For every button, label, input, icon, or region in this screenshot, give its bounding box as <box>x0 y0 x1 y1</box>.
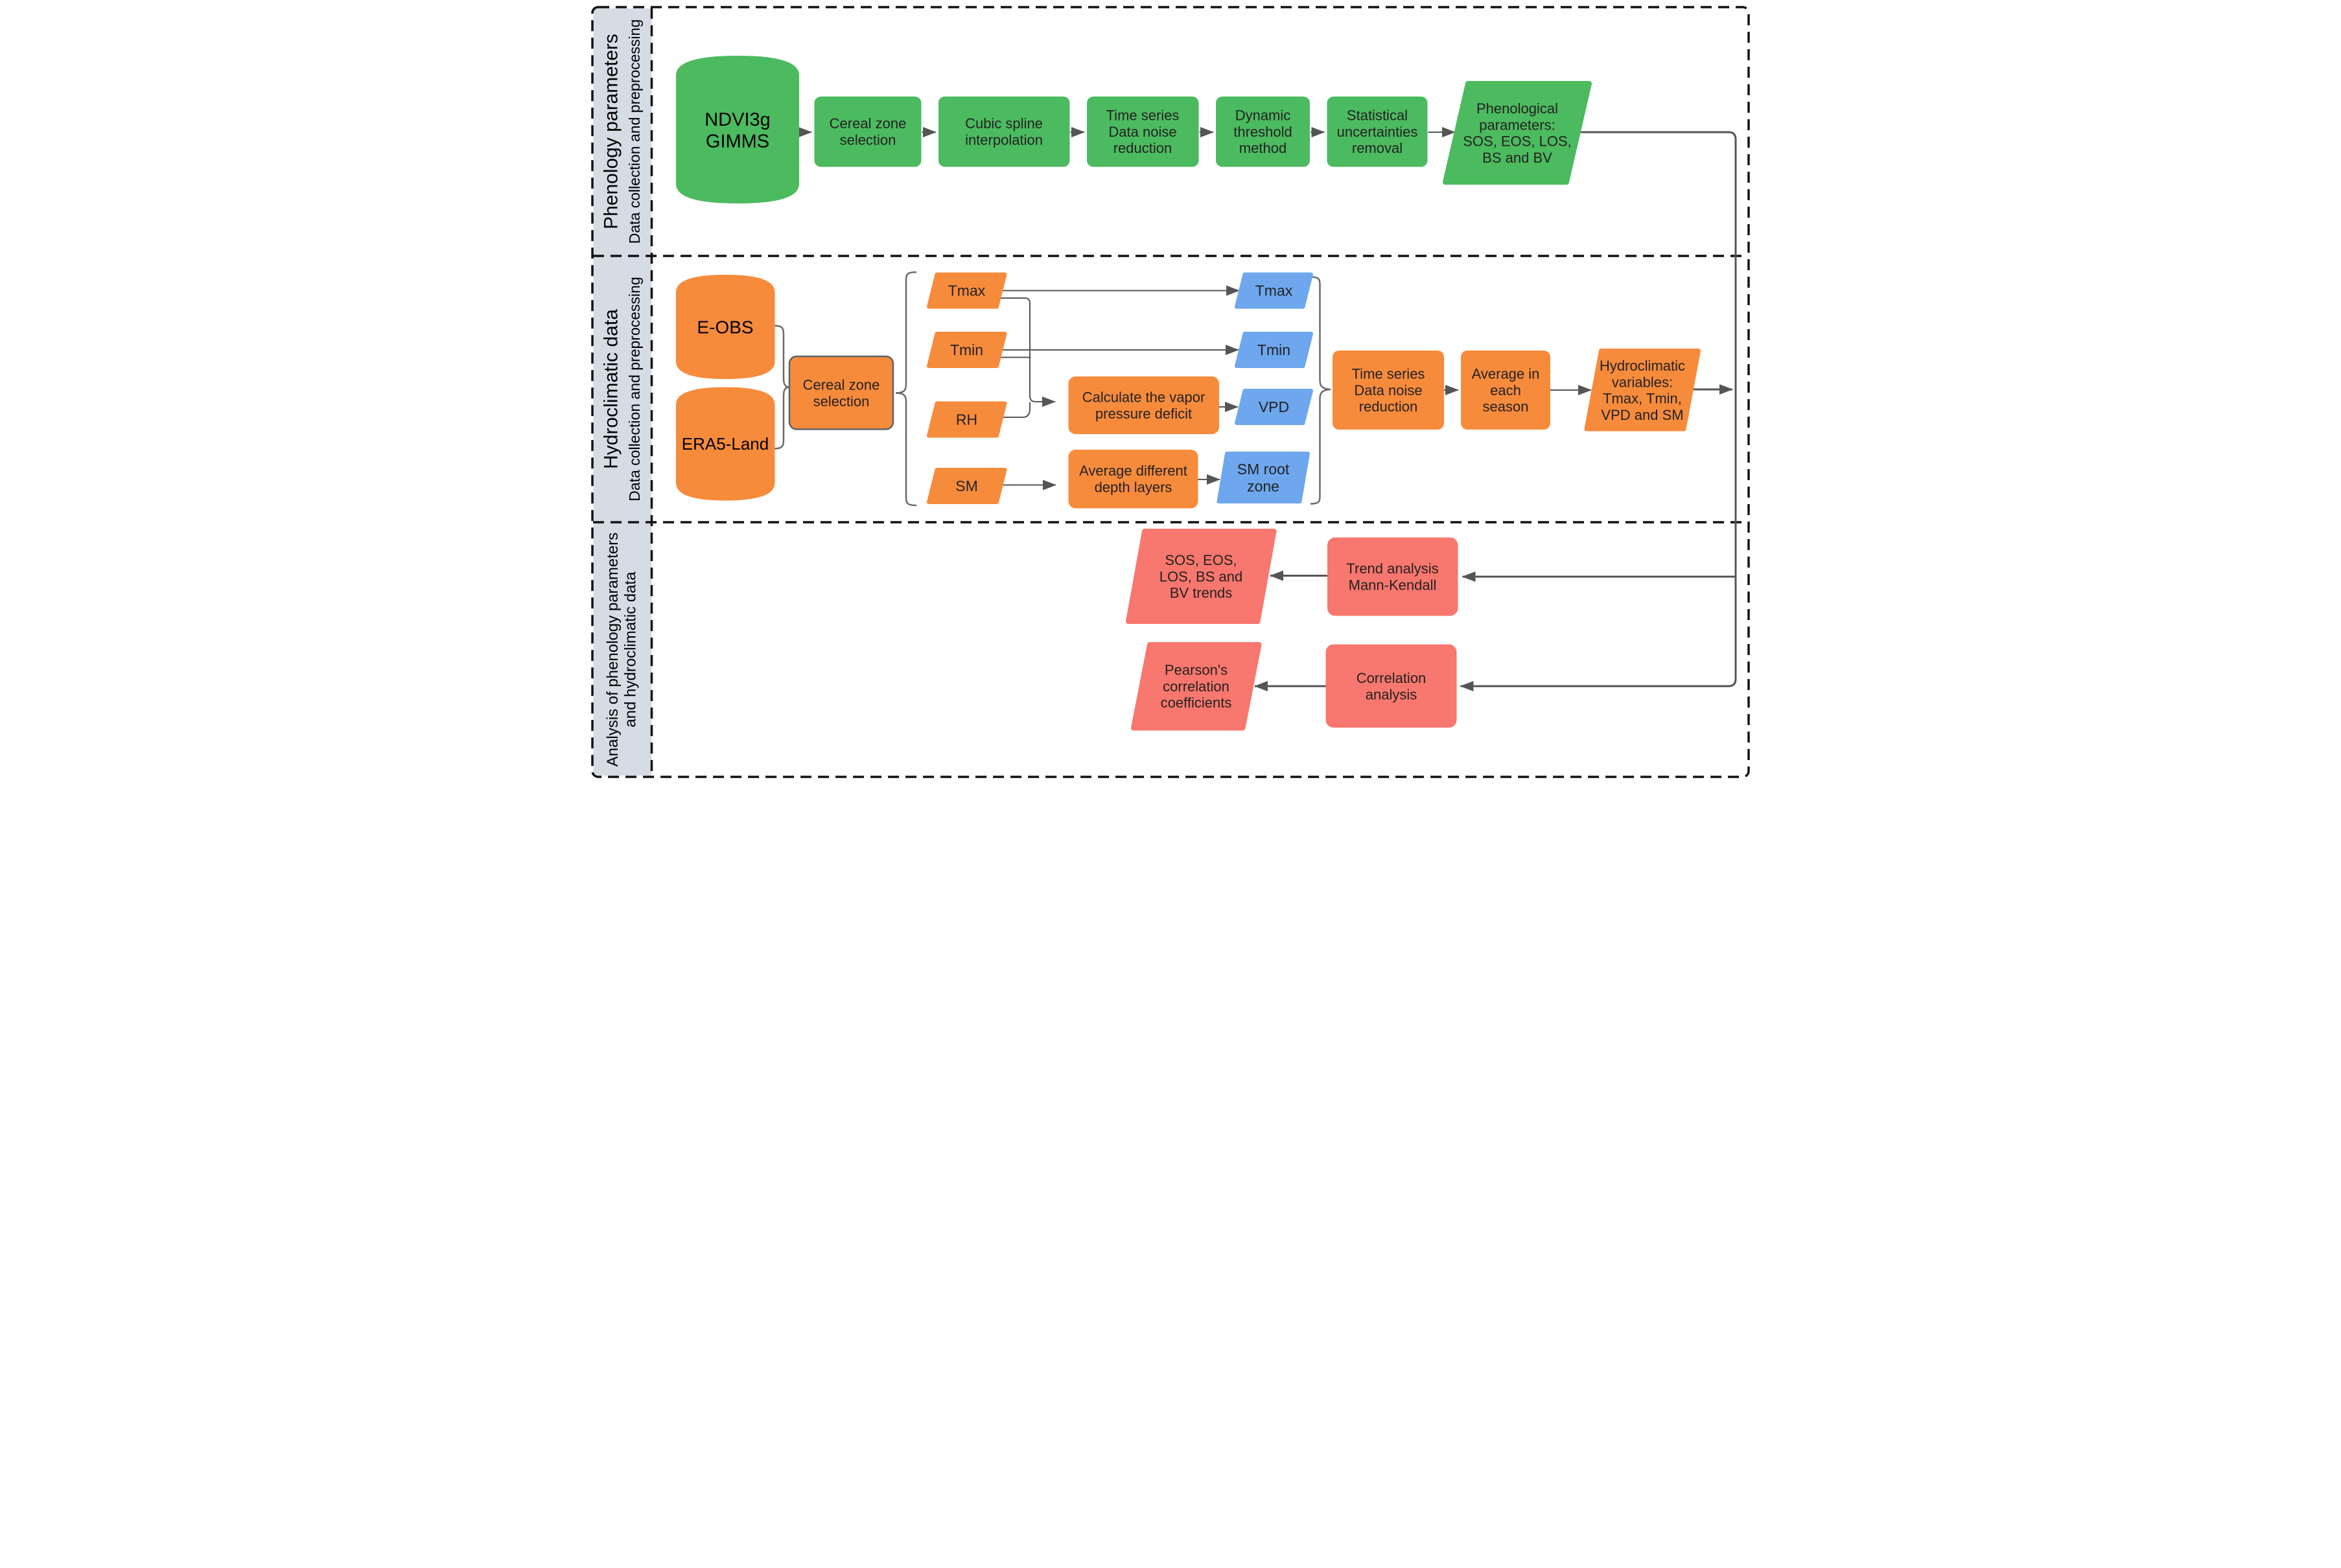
var-tmin-derived <box>1235 332 1313 368</box>
var-vpd-derived <box>1235 389 1313 425</box>
flowchart-canvas: Phenology parameters Data collection and… <box>591 6 1750 778</box>
output-hydroclimatic-variables <box>1584 349 1701 432</box>
label-tmin-derived: Tmin <box>1257 341 1290 358</box>
step-trend-analysis <box>1327 537 1458 616</box>
dashed-frame <box>591 6 1750 778</box>
cylinder-e-obs <box>676 275 775 379</box>
var-sm-root-zone <box>1217 452 1310 503</box>
label-rh-raw: RH <box>956 411 977 428</box>
label-vpd-derived: VPD <box>1259 398 1289 415</box>
step-average-depth-layers <box>1068 450 1198 509</box>
label-era5-land: ERA5-Land <box>682 434 769 454</box>
outer-dashed-border <box>591 6 1750 778</box>
label-e-obs: E-OBS <box>697 317 753 338</box>
sidebar-title-phenology: Phenology parameters <box>601 34 622 229</box>
var-rh-raw <box>927 401 1007 438</box>
label-tmin-raw: Tmin <box>950 341 983 358</box>
sidebar-band-phenology <box>593 8 652 256</box>
output-pearson-coefficients <box>1131 642 1262 731</box>
label-sm-raw: SM <box>955 478 978 494</box>
var-tmax-raw <box>927 272 1007 309</box>
var-tmax-derived <box>1235 272 1313 309</box>
var-tmin-raw <box>927 332 1007 368</box>
output-phenological-parameters <box>1443 81 1592 185</box>
step-correlation-analysis <box>1325 644 1457 728</box>
cylinder-ndvi3g-gimms <box>676 56 799 203</box>
sidebar-band-analysis <box>593 522 652 776</box>
var-sm-raw <box>927 468 1007 504</box>
cylinder-era5-land <box>676 387 775 501</box>
output-trend-results <box>1126 529 1277 624</box>
sidebar-band-hydroclimatic <box>593 256 652 522</box>
sidebar-subtitle-hydroclimatic: Data collection and preprocessing <box>626 277 643 501</box>
step-average-each-season <box>1461 351 1550 430</box>
step-cereal-zone-selection-2 <box>788 355 894 430</box>
brace-sources-icon <box>772 325 790 450</box>
line-rh-to-vpd-collector <box>994 402 1031 418</box>
brace-derived-variables-icon <box>1310 276 1331 505</box>
brace-raw-variables-icon <box>895 271 917 507</box>
sidebar-subtitle-phenology: Data collection and preprocessing <box>626 19 643 244</box>
step-cubic-spline-interpolation <box>938 97 1070 167</box>
line-phenology-output-to-correlation <box>1460 131 1737 691</box>
methodology-flowchart-figure: Phenology parameters Data collection and… <box>585 0 1756 784</box>
step-noise-reduction-2 <box>1333 351 1444 430</box>
step-calculate-vpd <box>1068 376 1219 434</box>
sidebar-title-analysis: Analysis of phenology parametersand hydr… <box>604 533 640 767</box>
step-dynamic-threshold <box>1216 97 1310 167</box>
step-statistical-uncertainties <box>1327 97 1428 167</box>
step-cereal-zone-selection-1 <box>814 97 922 167</box>
step-noise-reduction-1 <box>1087 97 1199 167</box>
sidebar-title-hydroclimatic: Hydroclimatic data <box>601 309 622 469</box>
label-tmax-raw: Tmax <box>948 282 986 299</box>
line-tmax-to-vpd-collector <box>994 297 1036 402</box>
label-tmax-derived: Tmax <box>1255 282 1293 299</box>
long-connectors <box>1254 131 1737 691</box>
